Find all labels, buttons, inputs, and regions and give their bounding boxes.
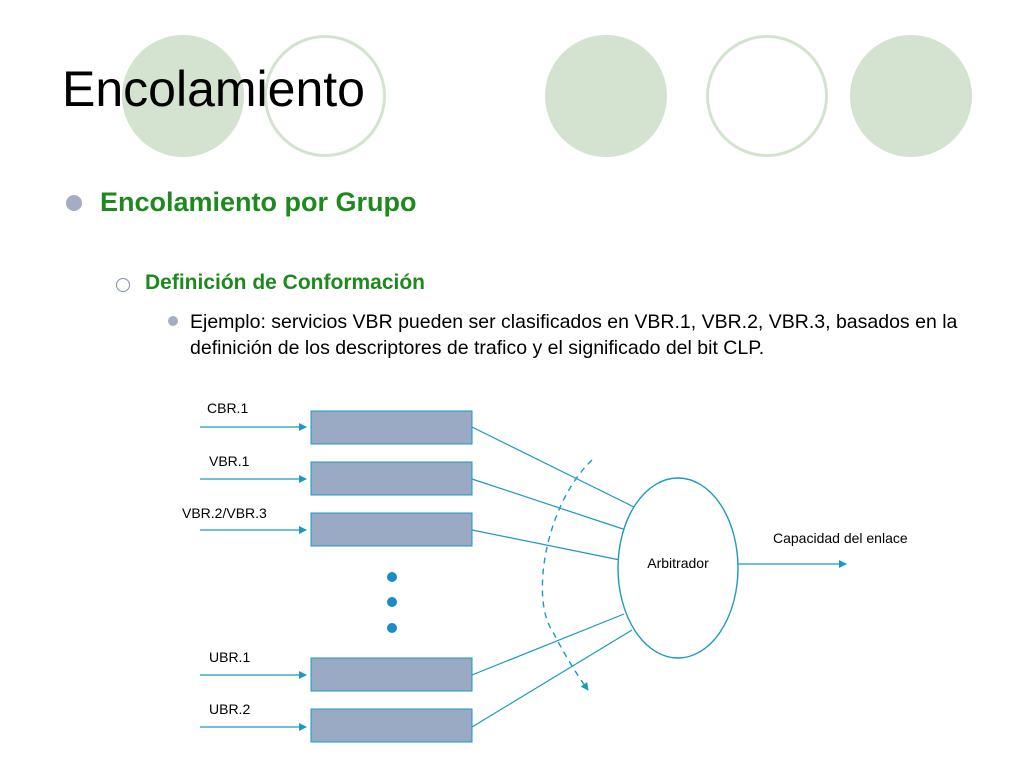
decor-circle-1 (122, 35, 244, 157)
bullet-icon (66, 195, 82, 211)
queue-box (310, 512, 473, 547)
ellipsis-dot (387, 623, 397, 633)
queue-label-ubr2: UBR.2 (209, 701, 250, 717)
queue-label-vbr1: VBR.1 (209, 453, 250, 469)
decor-circle-3 (850, 35, 972, 157)
queue-label-vbr23: VBR.2/VBR.3 (182, 505, 267, 521)
arbiter-node (617, 477, 739, 659)
bullet-level1-text: Encolamiento por Grupo (100, 187, 417, 217)
queue-box (310, 708, 473, 743)
decor-ring-1 (264, 35, 386, 157)
decor-ring-2 (706, 35, 828, 157)
queue-label-cbr1: CBR.1 (207, 400, 248, 416)
queue-connectors (471, 426, 635, 728)
ellipsis-dot (387, 597, 397, 607)
slide-title: Encolamiento (62, 61, 365, 117)
queue-box (310, 657, 473, 692)
ellipsis-dot (387, 572, 397, 582)
scheduling-dashed-arrow (541, 459, 593, 691)
arbiter-label: Arbitrador (647, 555, 709, 571)
queue-label-ubr1: UBR.1 (209, 649, 250, 665)
output-label: Capacidad del enlace (773, 530, 908, 546)
bullet-level2-text: Definición de Conformación (145, 271, 426, 294)
bullet-level3-text: Ejemplo: servicios VBR pueden ser clasif… (190, 311, 958, 359)
queue-box (310, 410, 473, 445)
queue-box (310, 461, 473, 496)
bullet-icon (168, 316, 178, 326)
decor-circle-2 (545, 35, 667, 157)
hollow-bullet-icon (116, 278, 130, 292)
